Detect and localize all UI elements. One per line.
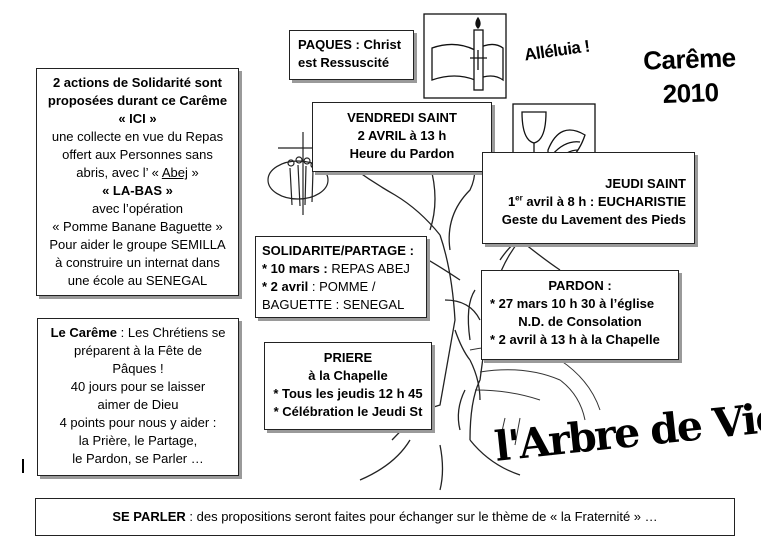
actions-line10: Pour aider le groupe SEMILLA — [49, 237, 226, 252]
solidarite-partage-box: SOLIDARITE/PARTAGE : * 10 mars : REPAS A… — [255, 236, 427, 318]
solidarite-actions-box: 2 actions de Solidarité sont proposées d… — [36, 68, 239, 296]
careme-line2: préparent à la Fête de — [74, 343, 202, 358]
page-title: Carême 2010 — [639, 42, 741, 109]
se-parler-text: SE PARLER : des propositions seront fait… — [112, 509, 658, 524]
actions-line5: offert aux Personnes sans — [62, 147, 213, 162]
pardon-line3: N.D. de Consolation — [518, 314, 642, 329]
actions-line6: abris, avec l’ « Abej » — [76, 165, 199, 180]
careme-line5: aimer de Dieu — [97, 397, 179, 412]
actions-line3: « ICI » — [118, 111, 157, 126]
careme-line7: la Prière, le Partage, — [78, 433, 198, 448]
priere-line1: PRIERE — [323, 350, 373, 365]
vendredi-line2: 2 AVRIL à 13 h — [357, 128, 447, 143]
abej-link[interactable]: Abej — [161, 165, 188, 180]
vendredi-line1: VENDREDI SAINT — [347, 110, 457, 125]
actions-line11: à construire un internat dans — [55, 255, 220, 270]
book-candle-icon — [423, 13, 507, 99]
jeudi-line2: 1er avril à 8 h : EUCHARISTIE — [507, 193, 686, 209]
careme-line4: 40 jours pour se laisser — [70, 379, 206, 394]
priere-line3: * Tous les jeudis 12 h 45 — [273, 386, 423, 401]
pardon-line4: * 2 avril à 13 h à la Chapelle — [490, 332, 660, 347]
priere-line4: * Célébration le Jeudi St — [273, 404, 423, 419]
jeudi-line1: JEUDI SAINT — [605, 176, 686, 191]
se-parler-box: SE PARLER : des propositions seront fait… — [35, 498, 735, 536]
pardon-line2: * 27 mars 10 h 30 à l’église — [490, 296, 655, 311]
title-line1: Carême — [642, 42, 737, 76]
partage-line2: * 10 mars : REPAS ABEJ — [262, 261, 410, 276]
paques-line2: est Ressuscité — [298, 55, 390, 70]
priere-line2: à la Chapelle — [308, 368, 388, 383]
partage-line1: SOLIDARITE/PARTAGE : — [262, 243, 414, 258]
actions-line8: avec l’opération — [91, 201, 184, 216]
paques-box: PAQUES : Christ est Ressuscité — [289, 30, 414, 80]
careme-line3: Pâques ! — [112, 361, 164, 376]
priere-box: PRIERE à la Chapelle * Tous les jeudis 1… — [264, 342, 432, 430]
careme-line6: 4 points pour nous y aider : — [59, 415, 217, 430]
actions-line7: « LA-BAS » — [102, 183, 173, 198]
actions-line4: une collecte en vue du Repas — [51, 129, 224, 144]
actions-line12: une école au SENEGAL — [67, 273, 208, 288]
actions-line9: « Pomme Banane Baguette » — [52, 219, 223, 234]
title-line2: 2010 — [662, 77, 720, 109]
jeudi-line3: Geste du Lavement des Pieds — [501, 212, 686, 227]
partage-line3: * 2 avril : POMME / — [262, 279, 376, 294]
actions-line2: proposées durant ce Carême — [47, 93, 228, 108]
pardon-box: PARDON : * 27 mars 10 h 30 à l’église N.… — [481, 270, 679, 360]
jeudi-saint-box: JEUDI SAINT 1er avril à 8 h : EUCHARISTI… — [482, 152, 695, 244]
paques-line1: PAQUES : Christ — [298, 37, 402, 52]
careme-line1: Le Carême : Les Chrétiens se — [50, 325, 226, 340]
careme-box: Le Carême : Les Chrétiens se préparent à… — [37, 318, 239, 476]
partage-line4: BAGUETTE : SENEGAL — [262, 297, 405, 312]
actions-line1: 2 actions de Solidarité sont — [52, 75, 223, 90]
vendredi-saint-box: VENDREDI SAINT 2 AVRIL à 13 h Heure du P… — [312, 102, 492, 172]
text-cursor — [22, 459, 24, 473]
careme-line8: le Pardon, se Parler … — [72, 451, 204, 466]
pardon-line1: PARDON : — [548, 278, 612, 293]
vendredi-line3: Heure du Pardon — [349, 146, 455, 161]
community-icon — [267, 132, 329, 215]
